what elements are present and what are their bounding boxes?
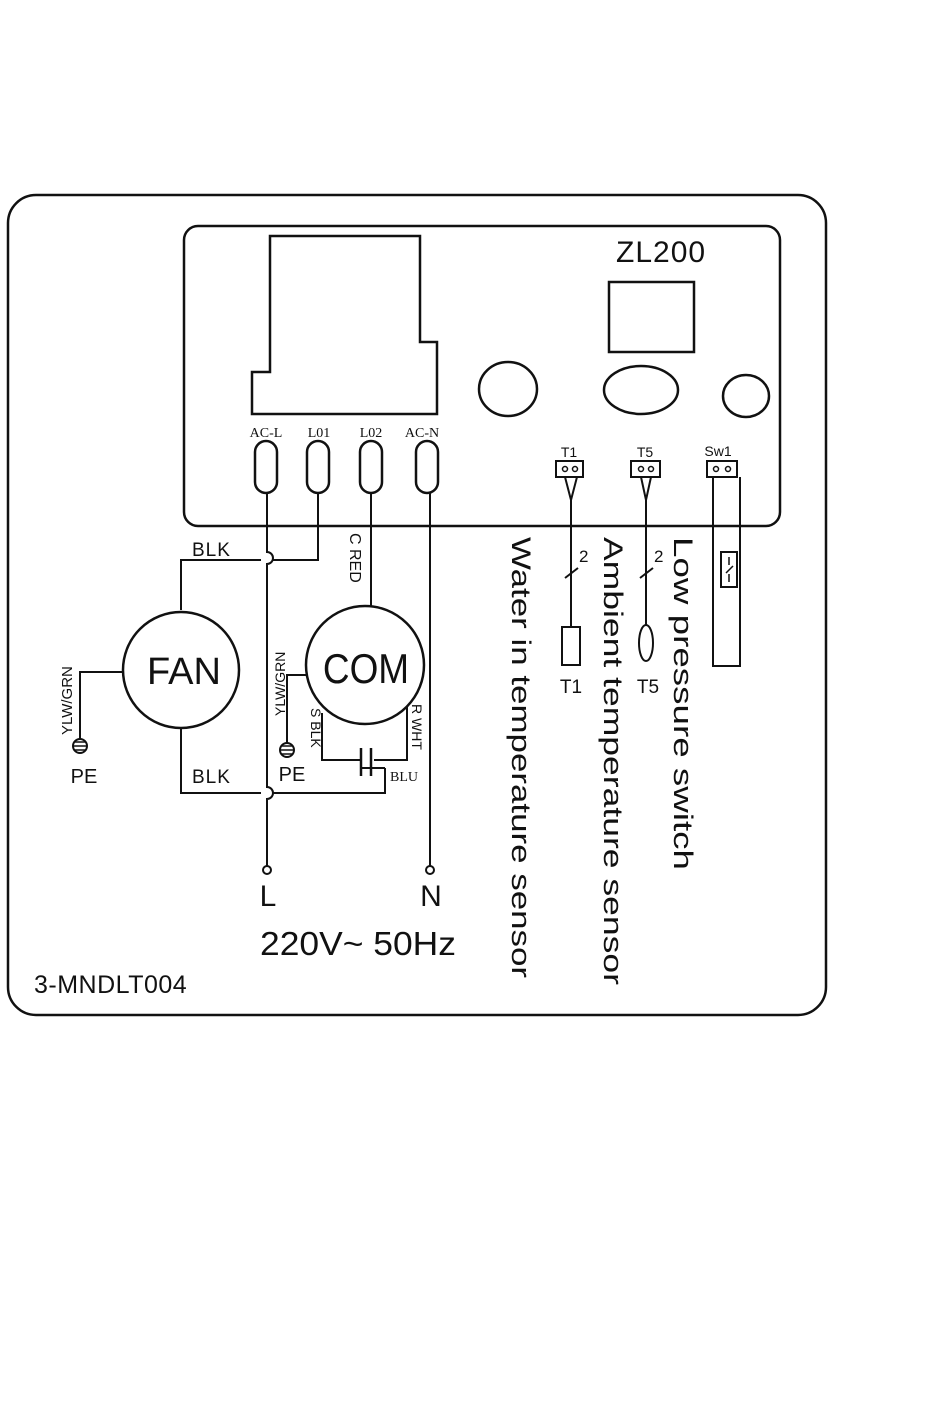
terminal-dot-l <box>263 866 271 874</box>
terminal-ac-n <box>416 441 438 493</box>
wire-com-ground <box>287 675 307 744</box>
supply-voltage: 220V~ 50Hz <box>260 925 456 962</box>
board-model: ZL200 <box>616 236 706 269</box>
terminal-l01 <box>307 441 329 493</box>
diagram-code: 3-MNDLT004 <box>34 971 187 999</box>
connector-sw1 <box>707 461 737 477</box>
display-window <box>609 282 694 352</box>
wire-label-c-red: C RED <box>346 533 363 583</box>
knob-right <box>723 375 769 417</box>
supply-line-label: L <box>260 880 277 913</box>
fan-label: FAN <box>147 651 221 693</box>
terminal-l02 <box>360 441 382 493</box>
terminal-label-l01: L01 <box>308 426 331 441</box>
connector-t1 <box>556 461 583 477</box>
legend-ambient-sensor: Ambient temperature sensor <box>598 537 628 985</box>
wire-label-blk-top: BLK <box>192 540 231 561</box>
wire-t5 <box>641 477 651 626</box>
connector-label-t1: T1 <box>561 444 578 460</box>
legend-water-sensor: Water in temperature sensor <box>506 537 536 978</box>
t1-sensor-label: T1 <box>560 677 582 698</box>
relay-block <box>252 236 437 414</box>
legend-low-pressure-switch: Low pressure switch <box>668 537 698 870</box>
t5-wire-count: 2 <box>654 547 663 566</box>
pe-label-com: PE <box>279 764 306 786</box>
pe-label-fan: PE <box>71 766 98 788</box>
t1-sensor-icon <box>562 627 580 665</box>
wire-label-r-wht: R WHT <box>409 704 425 750</box>
ground-icon-com <box>280 743 294 757</box>
connector-label-t5: T5 <box>637 444 654 460</box>
supply-neutral-label: N <box>420 880 442 913</box>
terminal-label-ac-n: AC-N <box>405 426 439 441</box>
terminal-ac-l <box>255 441 277 493</box>
ground-icon-fan <box>73 739 87 753</box>
wire-label-ylw-grn-com: YLW/GRN <box>272 652 288 716</box>
com-label: COM <box>323 646 409 693</box>
wire-fan-ground <box>80 672 123 740</box>
capacitor-icon <box>360 748 385 776</box>
t5-sensor-icon <box>639 625 653 661</box>
wire-label-blu: BLU <box>390 770 418 785</box>
connector-label-sw1: Sw1 <box>704 443 731 459</box>
wire-label-s-blk: S BLK <box>308 708 324 748</box>
connector-t5 <box>631 461 660 477</box>
t5-sensor-label: T5 <box>637 677 659 698</box>
outer-frame <box>8 195 826 1015</box>
knob-center <box>604 366 678 414</box>
terminal-dot-n <box>426 866 434 874</box>
t1-wire-count: 2 <box>579 547 588 566</box>
wire-label-ylw-grn-fan: YLW/GRN <box>59 666 76 735</box>
terminal-label-l02: L02 <box>360 426 383 441</box>
terminal-label-ac-l: AC-L <box>250 426 283 441</box>
wire-t1 <box>565 477 577 627</box>
knob-left <box>479 362 537 416</box>
wire-label-blk-bottom: BLK <box>192 767 231 788</box>
